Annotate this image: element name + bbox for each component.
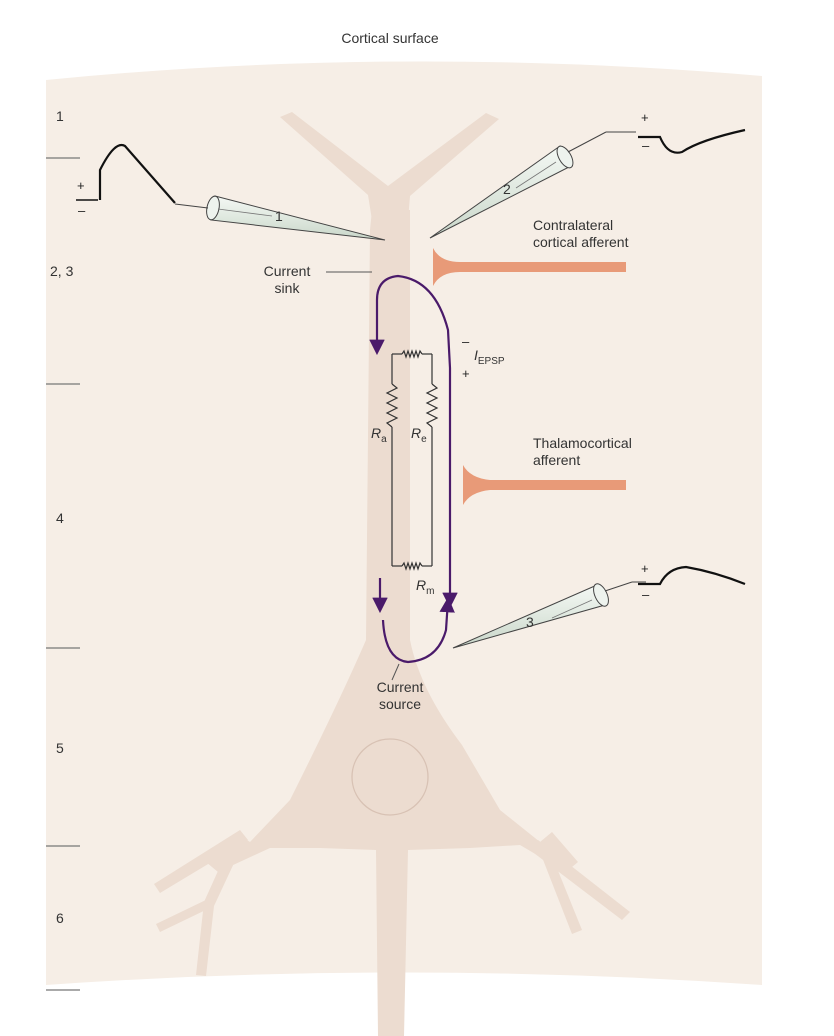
i-epsp-plus: + (462, 366, 470, 381)
current-sink-line1: Current (263, 263, 311, 279)
i-epsp-minus: – (462, 334, 470, 349)
ra-main: R (371, 425, 382, 441)
thalamocortical-afferent (463, 465, 626, 505)
nucleus (351, 738, 429, 816)
layer-label-4: 4 (56, 510, 64, 526)
electrode-2 (429, 131, 636, 239)
re-main: R (411, 425, 422, 441)
contralateral-afferent-label: Contralateral cortical afferent (533, 217, 628, 251)
current-sink-line2: sink (274, 280, 300, 296)
re-label: Re (411, 425, 427, 445)
thalamocortical-afferent-label: Thalamocortical afferent (533, 435, 632, 469)
current-loop-bottom (381, 596, 455, 664)
current-source-line1: Current (376, 679, 424, 695)
layer-label-5: 5 (56, 740, 64, 756)
page-title: Cortical surface (341, 30, 439, 46)
pyramidal-neuron (154, 112, 630, 1036)
equivalent-circuit (385, 349, 439, 571)
re-sub: e (421, 433, 427, 445)
ra-sub: a (381, 433, 387, 445)
source-leader (391, 663, 400, 681)
rm-label: Rm (416, 577, 434, 597)
current-loop-upper (369, 274, 452, 369)
thalamocortical-line2: afferent (533, 452, 581, 468)
trace-2-minus: – (642, 138, 650, 153)
trace-3-plus: + (641, 561, 649, 576)
contralateral-line1: Contralateral (533, 217, 614, 233)
i-epsp-sub: EPSP (477, 355, 505, 367)
electrode-2-number: 2 (503, 181, 511, 197)
trace-1-minus: – (78, 203, 86, 218)
trace-3 (638, 565, 746, 586)
current-sink-label: Current sink (252, 263, 322, 297)
layer-boundaries (46, 157, 80, 991)
layer-label-2-3: 2, 3 (50, 263, 74, 279)
i-epsp-main: I (474, 347, 478, 363)
electrode-3-number: 3 (526, 614, 534, 630)
contralateral-afferent (433, 248, 626, 286)
electrode-1-number: 1 (275, 208, 283, 224)
electrode-3 (452, 581, 646, 649)
trace-3-minus: – (642, 587, 650, 602)
trace-2-plus: + (641, 110, 649, 125)
trace-2 (638, 128, 746, 154)
thalamocortical-line1: Thalamocortical (533, 435, 632, 451)
electrode-1 (174, 195, 386, 241)
rm-sub: m (426, 585, 435, 597)
ra-label: Ra (371, 425, 387, 445)
current-source-label: Current source (360, 679, 440, 713)
layer-label-6: 6 (56, 910, 64, 926)
contralateral-line2: cortical afferent (533, 234, 629, 250)
rm-main: R (416, 577, 427, 593)
trace-1 (98, 143, 176, 204)
i-epsp-label: IEPSP (474, 347, 505, 367)
layer-label-1: 1 (56, 108, 64, 124)
current-source-line2: source (378, 696, 422, 712)
trace-1-plus: + (77, 178, 85, 193)
